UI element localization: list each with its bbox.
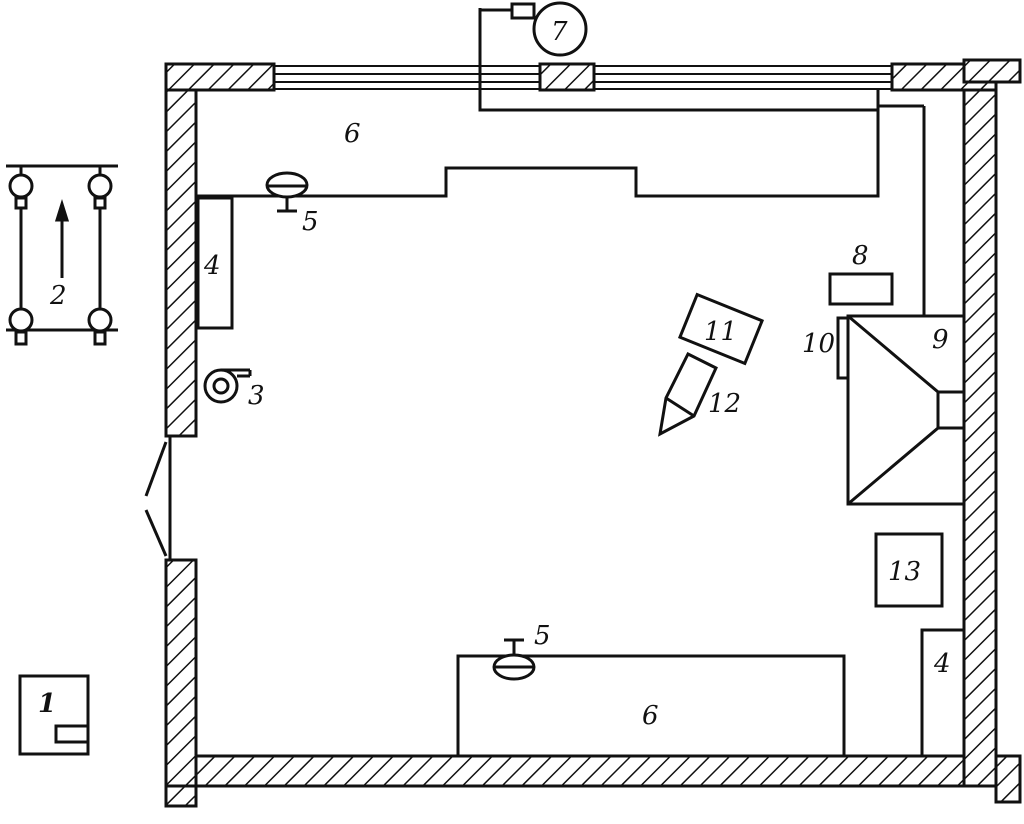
label-7: 7 xyxy=(551,17,568,47)
label-11: 11 xyxy=(704,317,737,347)
labels: 1 2 3 4 4 5 5 6 6 7 8 9 10 11 12 13 xyxy=(38,17,951,731)
windows xyxy=(274,65,892,90)
label-5-bottom: 5 xyxy=(534,621,551,651)
label-6-top: 6 xyxy=(344,119,361,149)
item-3 xyxy=(203,368,252,404)
label-12: 12 xyxy=(708,389,741,419)
top-bench-6 xyxy=(196,90,880,198)
label-13: 13 xyxy=(888,557,921,587)
item-1 xyxy=(18,674,90,756)
item-9-lens xyxy=(936,390,966,430)
item-5-bottom xyxy=(492,638,536,681)
cable-7 xyxy=(478,8,878,112)
item-2 xyxy=(6,164,118,346)
item-4-left xyxy=(196,196,234,330)
label-10: 10 xyxy=(802,329,835,359)
right-wall-extension-bottom xyxy=(994,754,1022,804)
bottom-wall xyxy=(194,754,998,788)
walls xyxy=(164,58,1022,808)
bottom-left-corner xyxy=(164,784,198,808)
item-7 xyxy=(510,1,588,57)
item-4-right xyxy=(920,628,966,758)
item-8 xyxy=(828,272,894,306)
item-5-top xyxy=(265,171,309,213)
label-1: 1 xyxy=(38,689,56,719)
label-4-right: 4 xyxy=(933,649,951,679)
right-wall xyxy=(962,62,998,788)
label-3: 3 xyxy=(248,381,265,411)
label-6-bottom: 6 xyxy=(642,701,659,731)
item-9-funnel xyxy=(847,314,940,506)
item-12 xyxy=(658,351,718,437)
left-wall-lower xyxy=(164,558,198,808)
bottom-bench-6 xyxy=(456,654,846,756)
left-wall-upper xyxy=(164,62,198,438)
label-4-left: 4 xyxy=(203,251,221,281)
door xyxy=(144,434,196,562)
item-10 xyxy=(836,316,850,380)
label-5-top: 5 xyxy=(302,207,319,237)
item-11 xyxy=(677,292,765,366)
item-13 xyxy=(874,532,944,608)
label-9: 9 xyxy=(932,325,949,355)
top-wall-left xyxy=(164,62,276,92)
label-2: 2 xyxy=(49,281,67,311)
right-wall-extension-top xyxy=(962,58,1022,84)
label-8: 8 xyxy=(852,241,869,271)
top-wall-pier xyxy=(538,62,596,92)
